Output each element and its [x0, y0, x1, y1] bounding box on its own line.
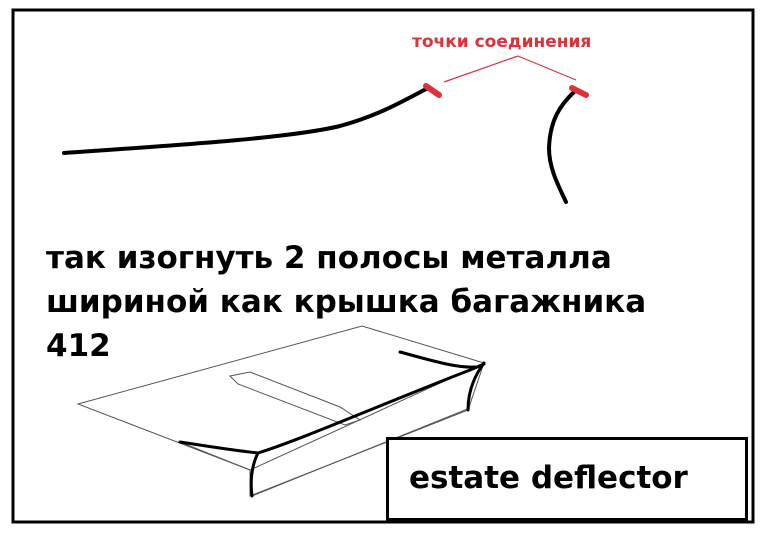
leader-line-left: [443, 55, 519, 83]
instruction-line: так изогнуть 2 полосы металла: [46, 240, 612, 276]
caption-text: estate deflector: [409, 460, 688, 496]
joint-marker-right: [569, 85, 589, 98]
leader-line-right: [517, 55, 577, 81]
instruction-line: 412: [46, 328, 111, 364]
deflector-strips-on-lid: [178, 350, 486, 498]
joint-marker-left: [423, 83, 442, 98]
metal-strip-long: [62, 86, 430, 155]
metal-strip-short: [546, 89, 577, 204]
connection-points-label: точки соединения: [412, 32, 592, 52]
instruction-line: шириной как крышка багажника: [46, 284, 647, 320]
instruction-text: так изогнуть 2 полосы металла шириной ка…: [46, 236, 706, 368]
outer-frame: [11, 8, 755, 524]
caption-box: estate deflector: [386, 437, 748, 521]
